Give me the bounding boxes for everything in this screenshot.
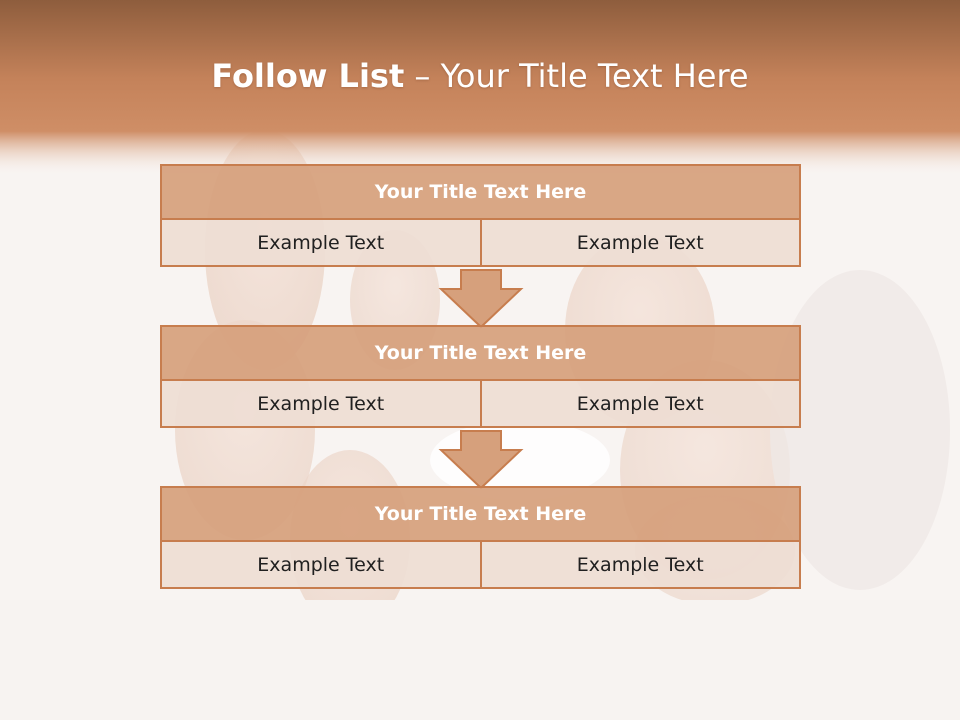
step-title: Your Title Text Here <box>160 164 801 220</box>
step-cell-left: Example Text <box>160 379 482 428</box>
step-title: Your Title Text Here <box>160 325 801 381</box>
step-row: Example Text Example Text <box>160 540 801 589</box>
step-row: Example Text Example Text <box>160 218 801 267</box>
step-cell-right: Example Text <box>479 379 801 428</box>
step-cell-left: Example Text <box>160 218 482 267</box>
down-arrow-icon <box>438 269 524 329</box>
step-cell-left: Example Text <box>160 540 482 589</box>
step-block-2: Your Title Text Here Example Text Exampl… <box>160 325 801 428</box>
step-block-3: Your Title Text Here Example Text Exampl… <box>160 486 801 589</box>
step-block-1: Your Title Text Here Example Text Exampl… <box>160 164 801 267</box>
step-title: Your Title Text Here <box>160 486 801 542</box>
step-cell-right: Example Text <box>479 540 801 589</box>
slide-title: Follow List – Your Title Text Here <box>0 52 960 100</box>
slide-title-rest: – Your Title Text Here <box>404 57 749 95</box>
down-arrow-icon <box>438 430 524 490</box>
step-cell-right: Example Text <box>479 218 801 267</box>
step-row: Example Text Example Text <box>160 379 801 428</box>
slide-title-bold: Follow List <box>211 57 405 95</box>
